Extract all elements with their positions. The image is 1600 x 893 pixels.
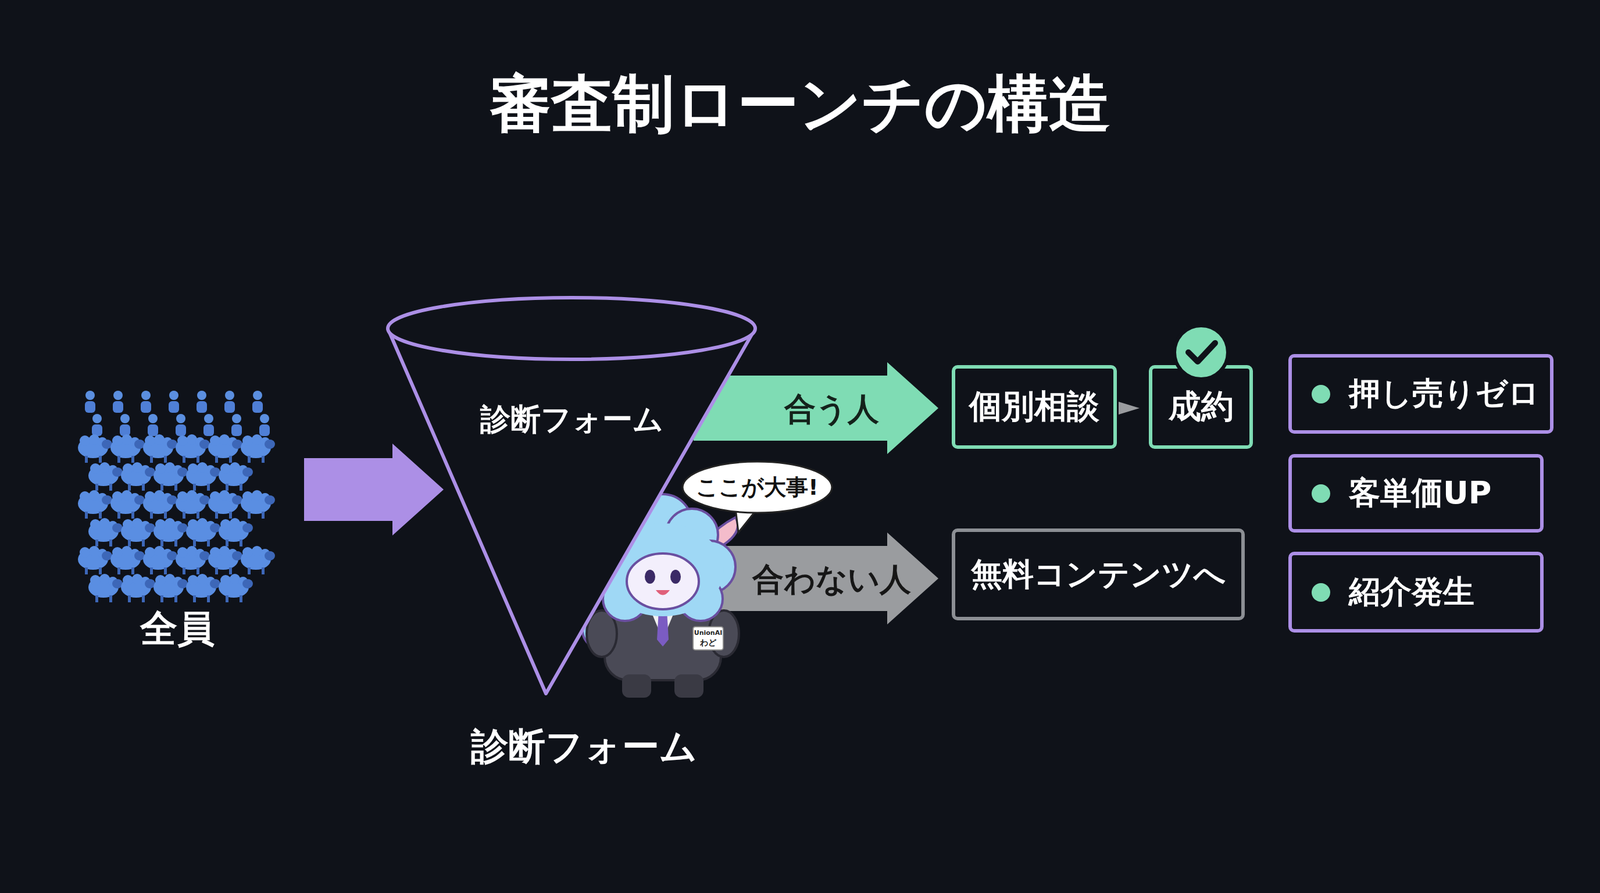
arrow-label: 合わない人	[752, 558, 912, 602]
process-text: 個別相談	[969, 384, 1100, 430]
funnel-label: 診断フォーム	[385, 399, 758, 441]
arrow-label: 合う人	[784, 388, 880, 431]
crowd-illustration	[72, 383, 282, 617]
benefit-text: 紹介発生	[1348, 570, 1475, 614]
box-node: 無料コンテンツへ	[951, 528, 1245, 621]
block-arrow	[1118, 401, 1140, 415]
box-node: 個別相談	[951, 365, 1117, 449]
diagram-title: 審査制ローンチの構造	[0, 62, 1600, 146]
side-node: 押し売りゼロ	[1288, 354, 1554, 434]
check-icon	[1172, 323, 1231, 382]
group-label: 全員	[72, 603, 282, 655]
benefit-text: 客単価UP	[1348, 472, 1492, 515]
bubble-node: ここが大事!	[686, 463, 829, 511]
side-node: 紹介発生	[1288, 551, 1544, 633]
bullet-dot	[1311, 384, 1331, 404]
crowd-node: 全員	[72, 383, 282, 646]
bullet-dot	[1311, 484, 1331, 503]
benefit-text: 押し売りゼロ	[1348, 372, 1540, 416]
funnel-caption: 診断フォーム	[398, 721, 771, 773]
block-arrow	[304, 443, 444, 536]
block-arrow	[693, 362, 939, 455]
box-node: 成約	[1148, 365, 1253, 449]
process-text: 成約	[1168, 384, 1234, 430]
bubble-text: ここが大事!	[695, 472, 819, 503]
process-text: 無料コンテンツへ	[970, 553, 1226, 596]
side-node: 客単価UP	[1288, 454, 1544, 533]
name-tag-text: UnionAI	[693, 629, 724, 637]
bullet-dot	[1311, 583, 1331, 602]
block-arrow	[713, 532, 939, 625]
name-tag-text: わど	[693, 637, 724, 649]
